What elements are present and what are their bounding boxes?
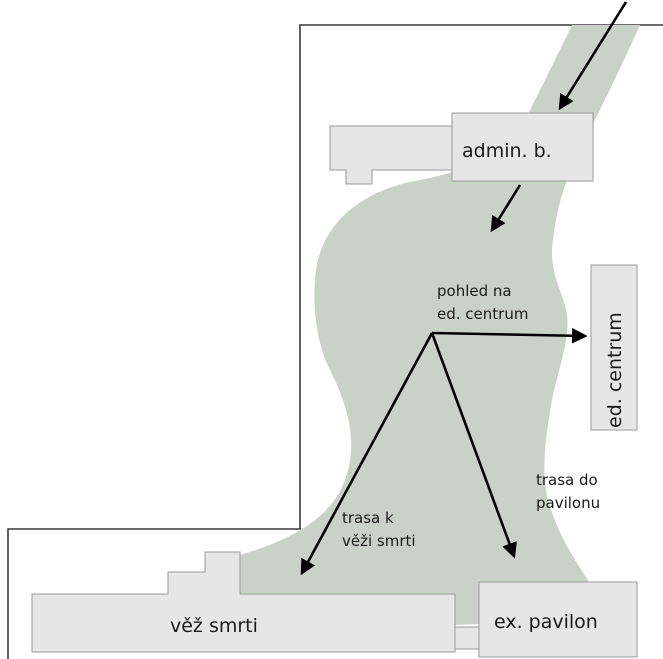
admin-building: admin. b. [329, 112, 594, 185]
tower-route-arrow [300, 332, 434, 576]
entry-arrow [558, 1, 628, 111]
pavilion-label: ex. pavilon [494, 611, 598, 633]
site-boundary [7, 24, 663, 659]
pavilion-route-arrow [430, 332, 517, 559]
pavilion-building: ex. pavilon [454, 581, 638, 658]
view-arrow [431, 327, 588, 344]
death-tower-label: věž smrti [170, 615, 258, 637]
admin-label: admin. b. [462, 140, 552, 162]
education-centre-building: ed. centrum [590, 264, 638, 431]
tower-route-label-line1: trasa k [342, 509, 394, 527]
tower-route-label-line2: věži smrti [342, 532, 416, 550]
education-centre-label: ed. centrum [604, 312, 626, 428]
pavilion-route-label-line2: pavilonu [536, 494, 600, 512]
pavilion-route-label-line1: trasa do [536, 471, 598, 489]
pavilion-connector [454, 626, 481, 650]
path-arrow [490, 184, 522, 233]
view-label-line1: pohled na [437, 282, 512, 300]
view-label-line2: ed. centrum [437, 305, 528, 323]
death-tower [31, 551, 456, 653]
pavilion [478, 581, 638, 658]
admin-main [451, 112, 594, 182]
education-centre [590, 264, 638, 431]
admin-annex [329, 125, 453, 185]
death-tower-building: věž smrti [31, 551, 456, 653]
